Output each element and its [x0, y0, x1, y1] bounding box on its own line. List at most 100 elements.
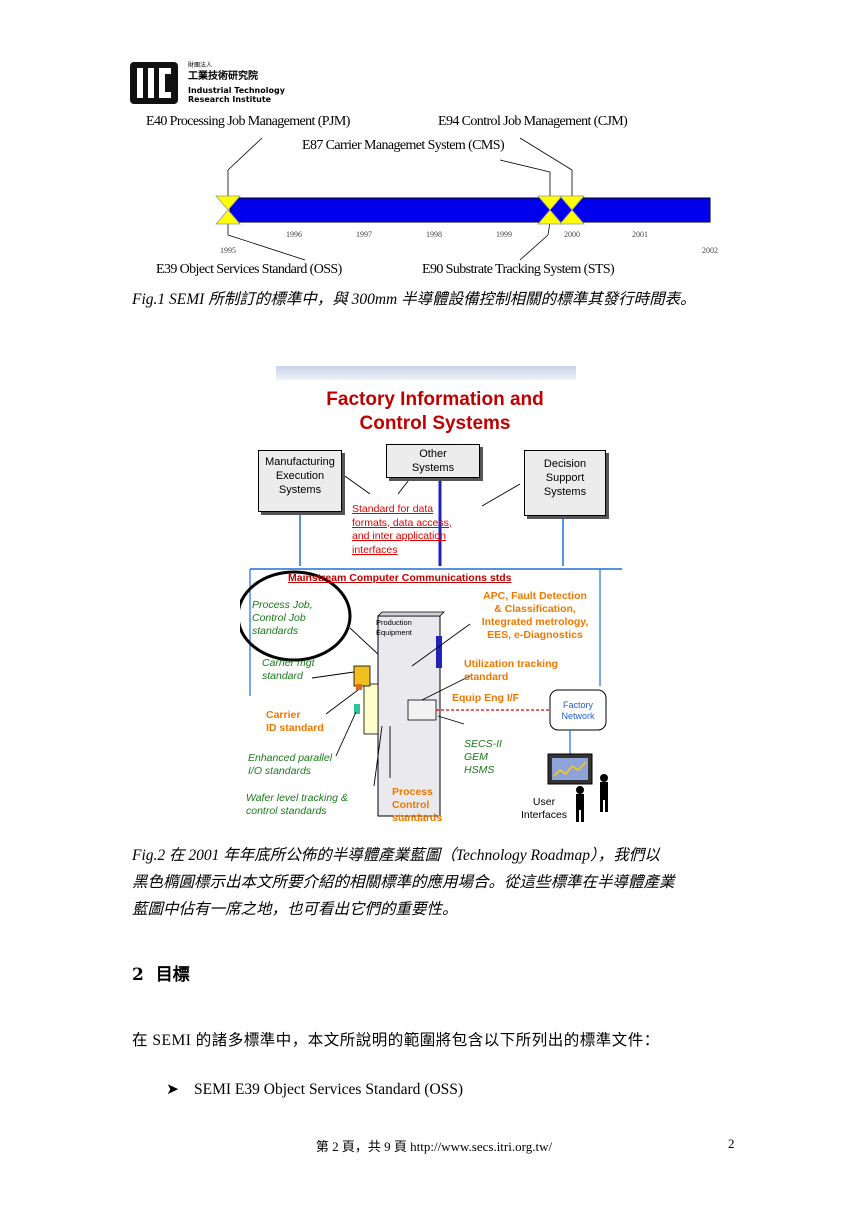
data-standards-text: Standard for data formats, data access, … — [352, 503, 452, 557]
pcs-line-3: standards — [392, 812, 443, 824]
diagram-connectors — [240, 473, 622, 822]
dss-box: Decision Support Systems — [524, 450, 606, 516]
dss-label-3: Systems — [543, 486, 587, 498]
pj-line-2: Control Job — [252, 612, 306, 624]
apc-line-1: APC, Fault Detection — [483, 590, 587, 602]
wafer-tracking-text: Wafer level tracking & control standards — [246, 792, 348, 818]
factory-net-line-2: Network — [561, 711, 595, 721]
equip-line-1: Production — [376, 618, 412, 627]
pj-line-1: Process Job, — [252, 599, 313, 611]
secs-line-3: HSMS — [464, 764, 495, 776]
data-std-line-2: formats, data access, — [352, 516, 452, 529]
roadmap-diagram: Factory Information and Control Systems — [240, 366, 630, 832]
secs-line-2: GEM — [464, 751, 488, 763]
org-chinese-name: 工業技術研究院 — [188, 71, 258, 82]
section-heading: 2 目標 — [132, 960, 190, 985]
year-1996: 1996 — [286, 230, 302, 239]
util-line-1: Utilization tracking — [464, 658, 558, 670]
equipment-label: Production Equipment — [376, 618, 412, 638]
bullet-arrow-icon: ➤ — [166, 1081, 179, 1098]
diagram-title-2: Control Systems — [359, 413, 511, 434]
user-interfaces-text: User Interfaces — [516, 796, 572, 822]
section-number: 2 — [132, 965, 144, 985]
footer-page-number: 2 — [728, 1136, 735, 1151]
highlight-ellipse — [240, 570, 352, 662]
carrier-mgt-line-1: Carrier mgt — [262, 657, 315, 669]
org-english-name-1: Industrial Technology — [188, 86, 285, 95]
wafer-line-1: Wafer level tracking & — [246, 792, 348, 804]
bullet-item: ➤ SEMI E39 Object Services Standard (OSS) — [166, 1080, 463, 1099]
timeline-bar — [229, 197, 711, 223]
utilization-text: Utilization tracking standard — [464, 658, 558, 684]
pcs-line-2: Control — [392, 799, 430, 811]
fig2-caption: Fig.2 在 2001 年年底所公佈的半導體產業藍圖（Technology R… — [132, 842, 742, 923]
data-std-line-3: and inter application — [352, 530, 446, 542]
label-e40-pjm: E40 Processing Job Management (PJM) — [146, 114, 350, 129]
factory-net-line-1: Factory — [562, 700, 593, 710]
body-paragraph: 在 SEMI 的諸多標準中，本文所說明的範圍將包含以下所列出的標準文件： — [132, 1032, 660, 1049]
marker-1999-b — [559, 195, 585, 225]
user-line-1: User — [532, 796, 556, 808]
wafer-line-2: control standards — [246, 805, 327, 817]
mes-label-2: Execution — [275, 470, 325, 482]
bullet-text: SEMI E39 Object Services Standard (OSS) — [194, 1081, 464, 1098]
fig2-caption-line-3: 藍圖中佔有一席之地，也可看出它們的重要性。 — [132, 901, 458, 918]
org-small: 財團法人 — [188, 62, 213, 69]
process-job-text: Process Job, Control Job standards — [252, 599, 313, 638]
other-label-1: Other — [419, 448, 447, 460]
process-control-text: Process Control standards — [392, 786, 442, 825]
carrier-id-text: Carrier ID standard — [266, 709, 324, 735]
marker-1995 — [215, 195, 241, 225]
dss-label-1: Decision — [543, 458, 587, 470]
footer-page-info: 第 2 頁，共 9 頁 http://www.secs.itri.org.tw/ — [315, 1139, 553, 1154]
util-line-2: standard — [464, 671, 509, 683]
timeline-figure: E40 Processing Job Management (PJM) E94 … — [140, 110, 740, 290]
year-1997: 1997 — [356, 230, 372, 239]
data-std-line-1: Standard for data — [352, 503, 434, 515]
carrier-id-line-2: ID standard — [266, 722, 324, 734]
secs-text: SECS-II GEM HSMS — [464, 738, 502, 777]
mes-label-3: Systems — [278, 484, 322, 496]
apc-line-2: & Classification, — [494, 603, 576, 615]
equip-line-2: Equipment — [376, 628, 412, 637]
carrier-mgt-text: Carrier mgt standard — [262, 657, 315, 683]
factory-network-box — [549, 689, 607, 731]
top-band — [276, 366, 576, 380]
diagram-title-1: Factory Information and — [326, 389, 544, 410]
data-std-line-4: interfaces — [352, 543, 398, 556]
user-figures — [576, 774, 608, 822]
factory-network-label: Factory Network — [552, 700, 604, 722]
mainstream-label: Mainstream Computer Communications stds — [288, 572, 512, 584]
label-e87-cms: E87 Carrier Managemet System (CMS) — [302, 138, 505, 153]
par-io-line-2: I/O standards — [248, 765, 312, 777]
itri-logo: 財團法人 工業技術研究院 Industrial Technology Resea… — [130, 60, 290, 106]
label-e90-sts: E90 Substrate Tracking System (STS) — [422, 262, 615, 277]
fig2-caption-line-2: 黑色橢圓標示出本文所要介紹的相關標準的應用場合。從這些標準在半導體產業 — [132, 874, 675, 891]
mes-label-1: Manufacturing — [265, 456, 335, 468]
carrier-mgt-line-2: standard — [262, 670, 303, 682]
year-2001: 2001 — [632, 230, 648, 239]
itri-logo-icon — [130, 62, 178, 104]
apc-line-3: Integrated metrology, — [481, 616, 589, 628]
equip-eng-label: Equip Eng I/F — [452, 692, 520, 704]
par-io-line-1: Enhanced parallel — [248, 752, 333, 764]
pcs-line-1: Process — [392, 786, 433, 798]
user-line-2: Interfaces — [520, 809, 568, 821]
year-1999: 1999 — [496, 230, 512, 239]
secs-line-1: SECS-II — [464, 738, 502, 750]
year-1998: 1998 — [426, 230, 442, 239]
pj-line-3: standards — [252, 625, 299, 637]
mes-box: Manufacturing Execution Systems — [258, 450, 342, 512]
year-2000: 2000 — [564, 230, 580, 239]
carrier-id-line-1: Carrier — [266, 709, 301, 721]
label-e94-cjm: E94 Control Job Management (CJM) — [438, 114, 628, 129]
other-systems-box: Other Systems — [386, 444, 480, 478]
timeline-graphic — [215, 137, 711, 261]
year-1995: 1995 — [220, 246, 236, 255]
parallel-io-text: Enhanced parallel I/O standards — [248, 752, 332, 778]
dss-label-2: Support — [545, 472, 585, 484]
fig1-caption: Fig.1 SEMI 所制訂的標準中，與 300mm 半導體設備控制相關的標準其… — [132, 291, 696, 308]
other-label-2: Systems — [411, 462, 455, 474]
fig2-caption-line-1: Fig.2 在 2001 年年底所公佈的半導體產業藍圖（Technology R… — [132, 847, 660, 864]
section-title: 目標 — [155, 965, 190, 985]
